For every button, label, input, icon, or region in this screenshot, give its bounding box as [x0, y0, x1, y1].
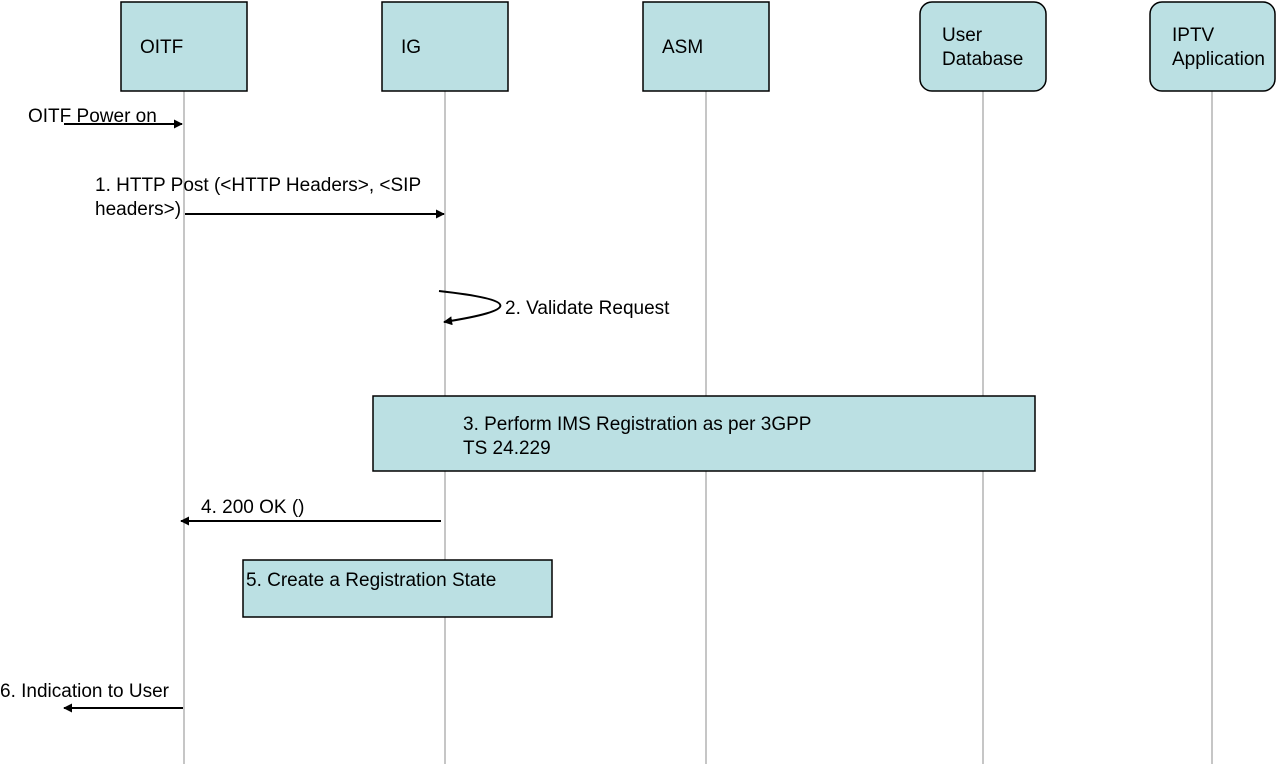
message-label: 6. Indication to User — [0, 681, 170, 702]
participant-label: IG — [401, 37, 421, 58]
note-box — [372, 395, 1036, 472]
note-label-line: 3. Perform IMS Registration as per 3GPP — [463, 414, 811, 435]
participant-label-line: IG — [401, 37, 421, 58]
participant-label-line: IPTV — [1172, 25, 1215, 46]
message-label-line: 2. Validate Request — [505, 298, 670, 319]
participant-label: IPTV Application — [1172, 25, 1265, 70]
note-label: 3. Perform IMS Registration as per 3GPP T… — [463, 414, 811, 459]
participant-label-line: ASM — [662, 37, 703, 58]
message-ok-200: 4. 200 OK () — [180, 497, 441, 526]
message-label-line: OITF Power on — [28, 106, 157, 127]
participant-box — [120, 1, 248, 92]
message-label: 2. Validate Request — [505, 298, 670, 319]
message-arrow — [438, 290, 502, 326]
participant-label-line: Database — [942, 49, 1023, 70]
participant-oitf: OITF — [120, 1, 248, 92]
message-power-on: OITF Power on — [28, 106, 183, 129]
participant-iptv-application: IPTV Application — [1149, 1, 1276, 92]
message-label-line: 4. 200 OK () — [201, 497, 305, 518]
participant-label: ASM — [662, 37, 703, 58]
message-label-line: headers>) — [95, 199, 181, 220]
participant-label-line: Application — [1172, 49, 1265, 70]
message-http-post: 1. HTTP Post (<HTTP Headers>, <SIP header… — [95, 175, 445, 220]
participant-label-line: OITF — [140, 37, 183, 58]
participant-label-line: User — [942, 25, 983, 46]
participant-box — [919, 1, 1047, 92]
participant-box — [642, 1, 770, 92]
messages: OITF Power on 1. HTTP Post (<HTTP Headers… — [0, 106, 670, 713]
participant-ig: IG — [381, 1, 509, 92]
participant-box — [381, 1, 509, 92]
message-label: 4. 200 OK () — [201, 497, 305, 518]
note-registration-state: 5. Create a Registration State — [242, 559, 553, 618]
note-label: 5. Create a Registration State — [246, 570, 496, 591]
notes: 3. Perform IMS Registration as per 3GPP T… — [242, 395, 1036, 618]
message-label: OITF Power on — [28, 106, 157, 127]
participant-box — [1149, 1, 1276, 92]
participant-asm: ASM — [642, 1, 770, 92]
message-label-line: 6. Indication to User — [0, 681, 170, 702]
message-label-line: 1. HTTP Post (<HTTP Headers>, <SIP — [95, 175, 421, 196]
message-label: 1. HTTP Post (<HTTP Headers>, <SIP header… — [95, 175, 421, 220]
note-label-line: TS 24.229 — [463, 438, 551, 459]
message-indication-to-user: 6. Indication to User — [0, 681, 183, 713]
message-validate-request: 2. Validate Request — [438, 290, 670, 326]
participant-label: OITF — [140, 37, 183, 58]
note-ims-registration: 3. Perform IMS Registration as per 3GPP T… — [372, 395, 1036, 472]
note-label-line: 5. Create a Registration State — [246, 570, 496, 591]
note-box — [242, 559, 553, 618]
